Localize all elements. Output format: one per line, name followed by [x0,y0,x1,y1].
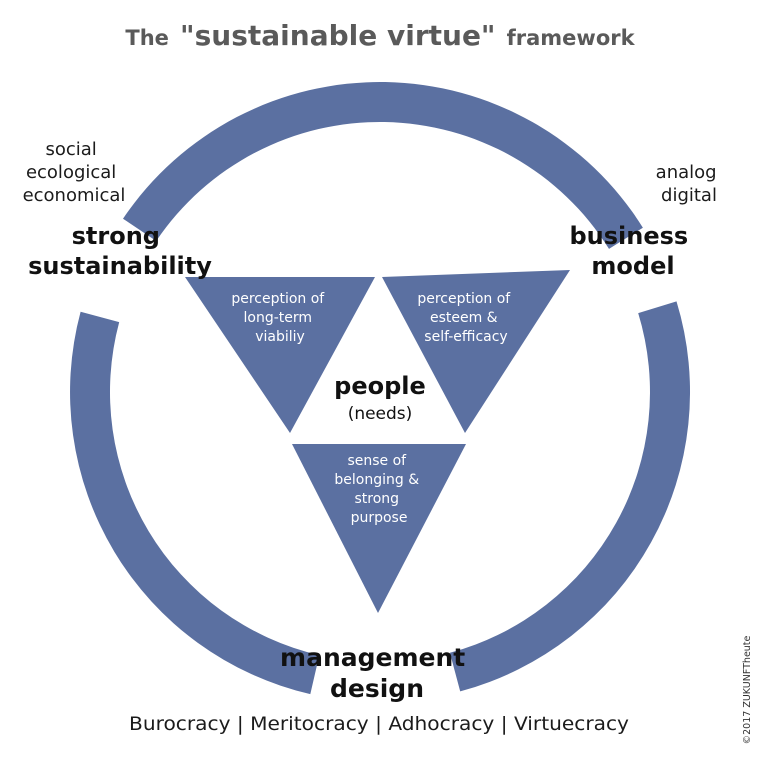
management-aspects: Burocracy | Meritocracy | Adhocracy | Vi… [129,713,629,735]
pillar-strong-sustainability-line-1: strong [72,222,160,250]
need-left-line-3: viabiliy [255,329,305,345]
need-triangle-bottom [292,444,466,613]
pillar-business-model-line-2: model [591,252,674,280]
need-bottom-line-2: belonging & [334,472,419,488]
diagram-title: The "sustainable virtue" framework [125,19,635,52]
center-subtitle: (needs) [348,404,413,424]
ring-arc-top [123,82,643,249]
need-right-line-1: perception of [417,291,511,307]
need-right-text: perception of esteem & self-efficacy [417,291,514,345]
need-right-line-2: esteem & [430,310,498,326]
pillar-strong-sustainability: strong sustainability [28,222,212,280]
ring-arc-left [70,311,320,695]
ring-arc-right [449,301,691,692]
need-right-line-3: self-efficacy [424,329,507,345]
need-bottom-line-3: strong [354,491,399,507]
pillar-management-design-line-1: management [280,643,465,672]
need-bottom-line-1: sense of [347,453,407,469]
aspect-social: social [45,139,96,160]
pillar-strong-sustainability-line-2: sustainability [28,252,212,280]
pillar-management-design-line-2: design [330,674,424,703]
need-bottom-text: sense of belonging & strong purpose [334,453,423,526]
aspect-analog: analog [656,162,717,183]
aspect-digital: digital [661,185,717,206]
aspect-economical: economical [23,185,126,206]
pillar-management-design: management design [280,643,474,703]
business-aspects: analog digital [656,162,723,206]
sustainability-aspects: social ecological economical [23,139,126,206]
aspect-ecological: ecological [26,162,116,183]
need-left-text: perception of long-term viabiliy [231,291,328,345]
need-bottom-line-4: purpose [351,510,408,526]
pillar-business-model-line-1: business [569,222,688,250]
pillar-business-model: business model [569,222,696,280]
framework-ring [70,82,691,695]
need-triangle-right [382,270,570,433]
need-left-line-2: long-term [244,310,313,326]
center-title: people [334,372,426,400]
copyright-text: ©2017 ZUKUNFTheute [742,635,753,744]
need-triangle-left [185,277,375,433]
need-left-line-1: perception of [231,291,325,307]
